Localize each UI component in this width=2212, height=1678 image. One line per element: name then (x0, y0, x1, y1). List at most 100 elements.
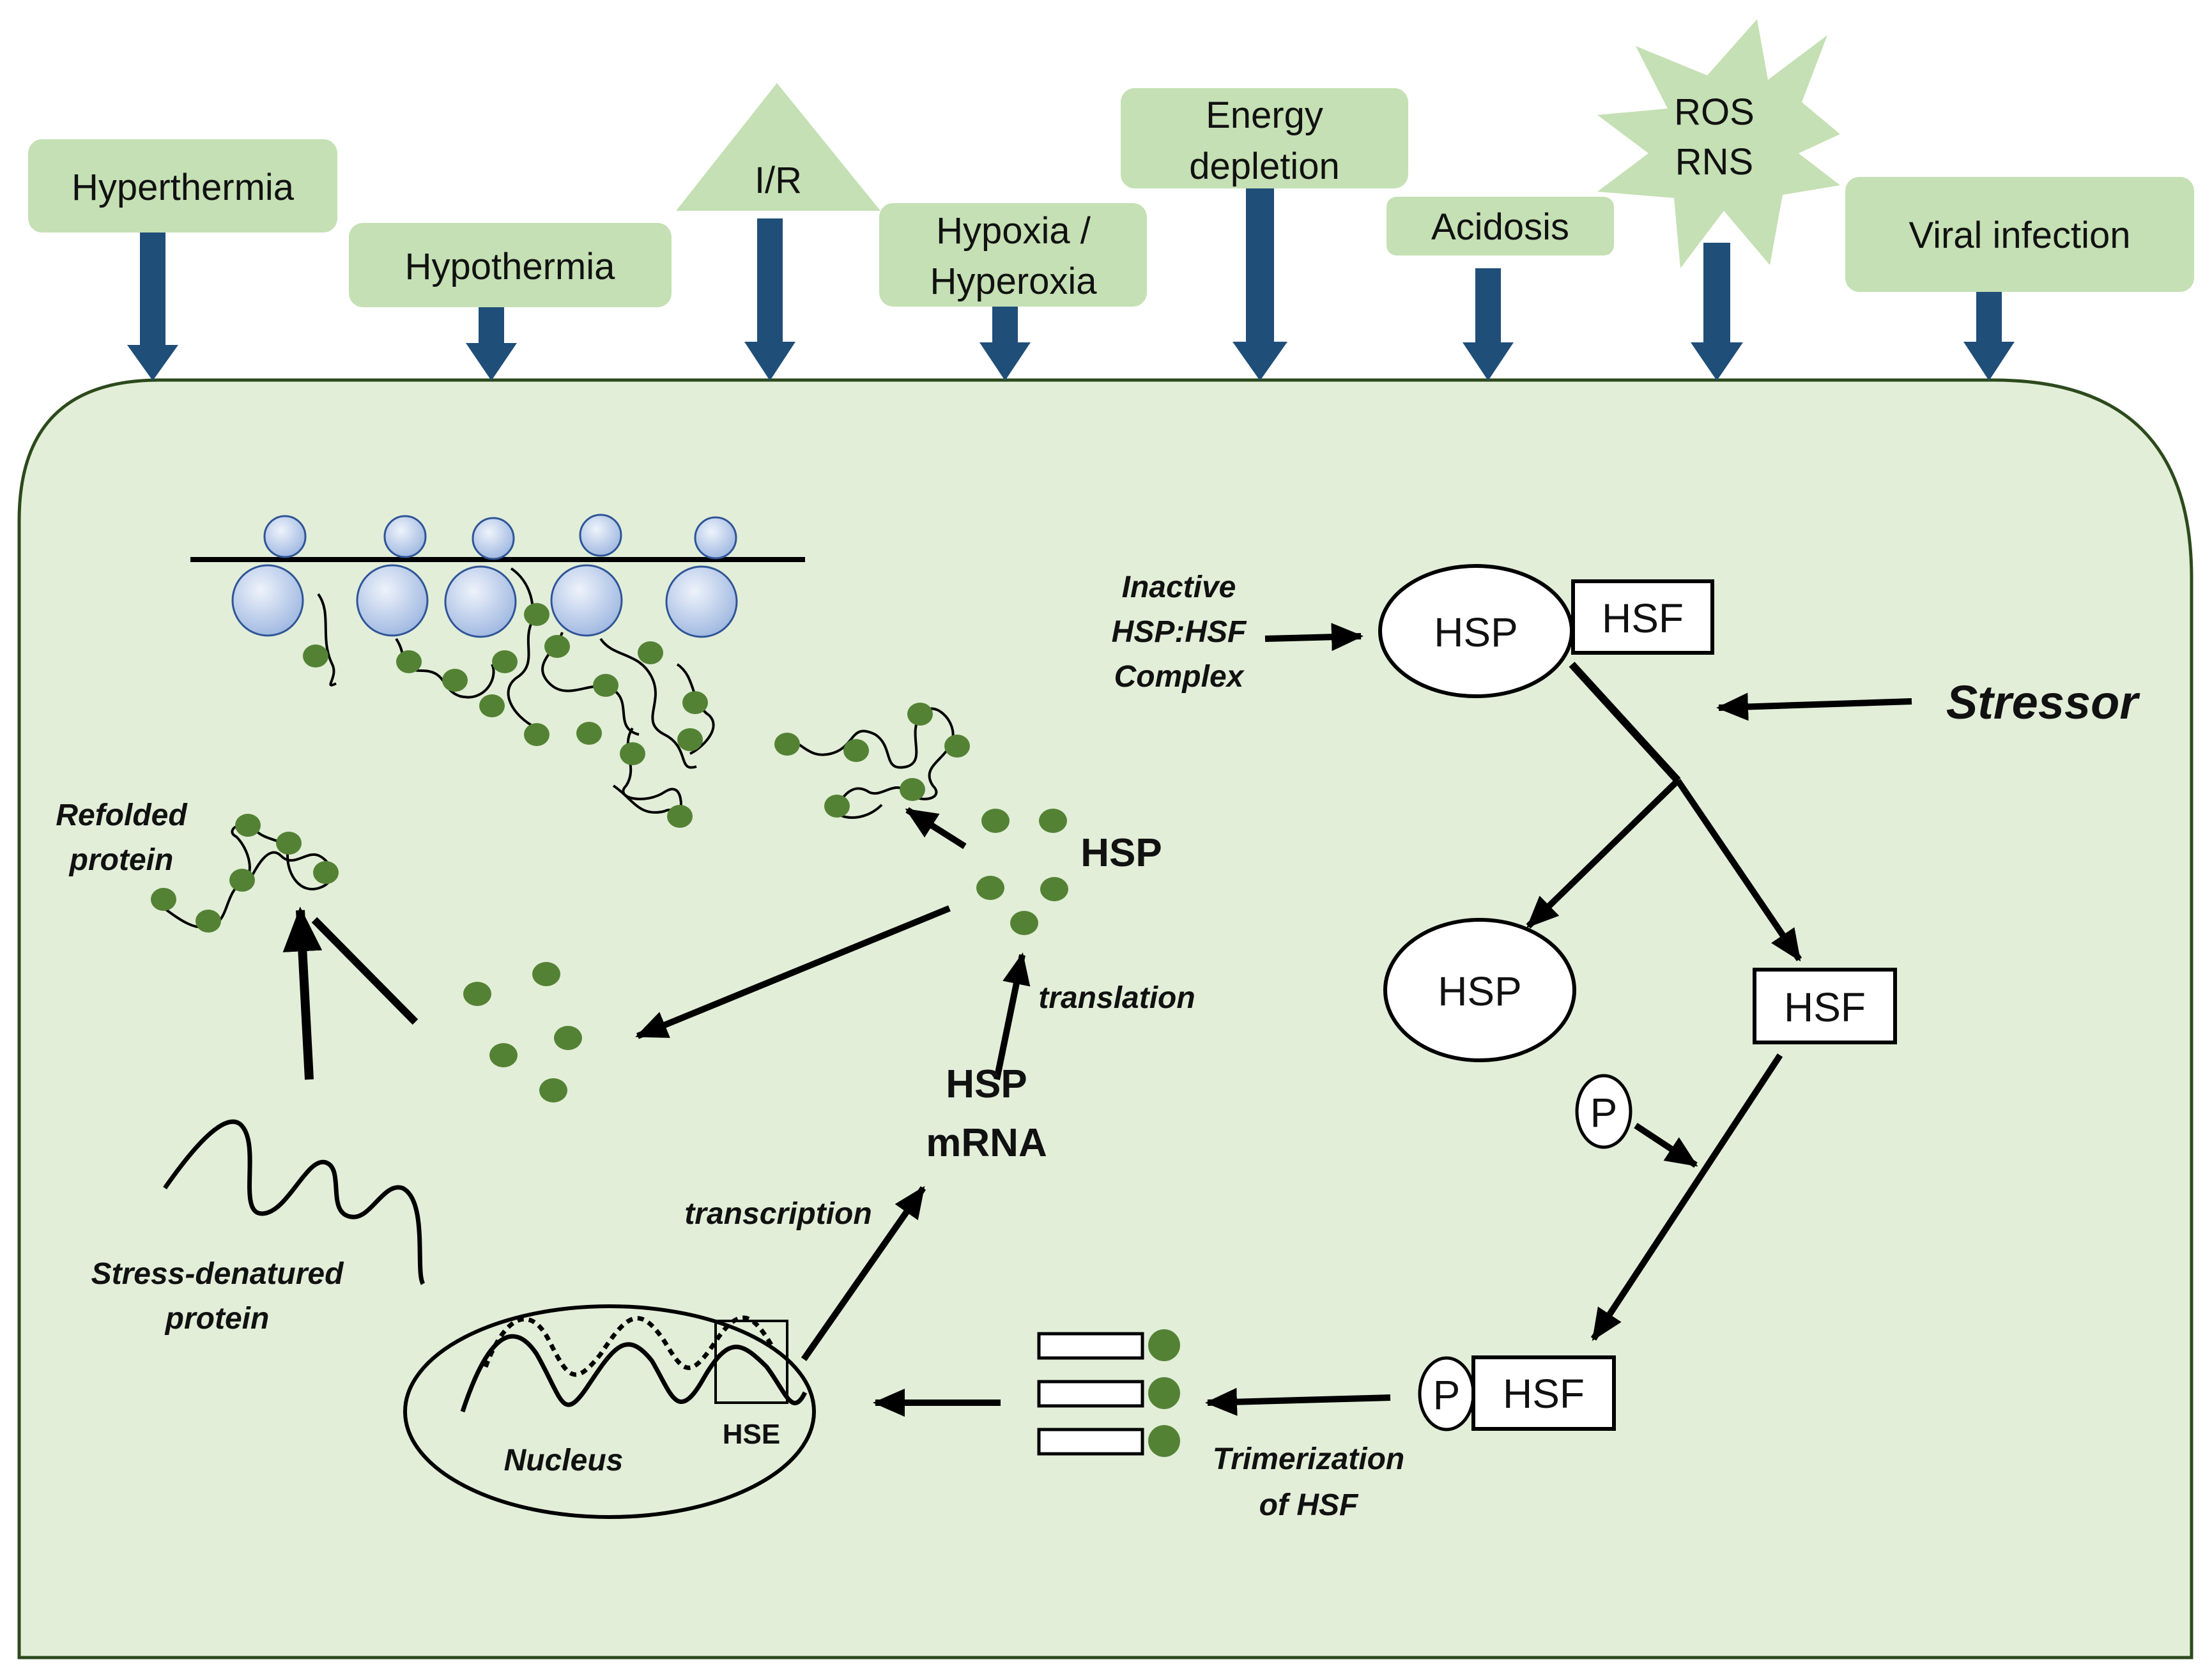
stressor-arrow-head (744, 342, 795, 381)
hse-box (714, 1320, 788, 1404)
stressor-label: Acidosis (1431, 206, 1569, 248)
stressor-arrow-head (1963, 342, 2015, 381)
stressor-label-line2: Hyperoxia (930, 261, 1097, 302)
stressor-box (28, 139, 337, 233)
hsp-label: HSP (1438, 968, 1522, 1014)
dna-strand-dotted (483, 1315, 776, 1377)
stressor-arrow-head (1463, 342, 1514, 381)
stressor-viral-infection: Viral infection (1845, 177, 2194, 381)
hsf-label: HSF (1503, 1371, 1585, 1417)
hse-label: HSE (723, 1419, 780, 1450)
stress-denatured-label-line2: protein (164, 1302, 270, 1336)
stressor-label: Stressor (1946, 676, 2140, 729)
stressor-arrow-shaft (1703, 243, 1730, 345)
stressor-arrow-head (466, 343, 517, 381)
stressor-label-line1: ROS (1674, 91, 1755, 133)
cell-body (17, 378, 2193, 1659)
hsf-label: HSF (1784, 984, 1866, 1030)
stress-denatured-label-line1: Stress-denatured (91, 1257, 344, 1291)
ribosome (444, 517, 517, 638)
refolding-arrow-diagonal (311, 917, 419, 1025)
hsp-hsf-complex: HSP HSF (1378, 564, 1714, 698)
free-hsp-cluster-right (976, 809, 1068, 935)
stressor-box (349, 223, 672, 307)
inactive-complex-label-line3: Complex (1114, 660, 1245, 694)
inactive-complex-label-line1: Inactive (1122, 570, 1236, 604)
to-free-hsp-arrow (1526, 778, 1680, 929)
hsp-to-folding-arrow (905, 807, 967, 850)
hsf-trimer (1037, 1329, 1180, 1457)
ribosome (356, 515, 429, 637)
hsp-label: HSP (1434, 609, 1518, 655)
stressor-arrow-shaft (1976, 292, 2002, 344)
folding-protein (774, 703, 970, 819)
transcription-arrow (801, 1186, 926, 1361)
stressor-arrow-shaft (992, 307, 1018, 345)
ribosome (231, 515, 307, 637)
hsf-box (1571, 579, 1714, 655)
trimerization-label-line2: of HSF (1259, 1488, 1359, 1522)
stressor-arrow-shaft (479, 307, 504, 346)
stressor-ischemia-reperfusion: I/R (676, 83, 880, 381)
stressor-box (1121, 88, 1408, 188)
stressor-arrow-shaft (757, 218, 783, 344)
hsp-mrna-label-line1: HSP (946, 1062, 1027, 1106)
er-membrane-ribosomes (190, 514, 805, 638)
stressor-energy-depletion: Energy depletion (1121, 88, 1408, 381)
stressor-label-line1: Energy (1206, 95, 1323, 136)
hsp-oval (1383, 918, 1576, 1062)
stressor-starburst (1597, 19, 1840, 268)
dissociation-line (1569, 661, 1681, 784)
hsf-label: HSF (1602, 595, 1684, 641)
stressor-box (1845, 177, 2194, 292)
stressor-label-line1: Hypoxia / (936, 210, 1091, 252)
stressor-arrow-shaft (1475, 268, 1501, 345)
dna-strand (460, 1334, 808, 1413)
stressor-arrow-head (1233, 342, 1287, 381)
hsf-box (1753, 968, 1897, 1044)
trimerization-label-line1: Trimerization (1213, 1442, 1405, 1476)
stressor-box (879, 203, 1147, 307)
refolded-protein-label-line2: protein (68, 843, 174, 877)
stressor-label-line2: RNS (1675, 141, 1753, 183)
phosphate-free: P (1575, 1074, 1632, 1149)
stressor-label: Hypothermia (405, 246, 616, 287)
stressor-hypothermia: Hypothermia (349, 223, 672, 381)
nucleus: HSE Nucleus (403, 1304, 816, 1519)
ribosome (550, 514, 623, 637)
stress-denatured-protein (163, 1119, 426, 1285)
to-free-hsf-arrow (1675, 779, 1802, 962)
translation-arrow (994, 952, 1031, 1081)
stressor-arrow-shaft (1246, 188, 1274, 344)
hsp-free-label: HSP (1080, 831, 1162, 875)
stressor-arrow (1716, 692, 1912, 721)
inactive-complex-label-line2: HSP:HSF (1112, 615, 1247, 649)
translation-label: translation (1038, 981, 1195, 1015)
refolded-protein (151, 814, 339, 933)
hsp-bound-to-polypeptides (303, 603, 708, 828)
stressor-label: I/R (755, 160, 802, 201)
transcription-label: transcription (684, 1197, 872, 1231)
nucleus-membrane (403, 1304, 816, 1519)
phosphate-label: P (1433, 1372, 1461, 1418)
stressor-acidosis: Acidosis (1386, 197, 1614, 381)
stressor-arrow-shaft (140, 233, 165, 347)
hsp-mrna-label-line2: mRNA (926, 1121, 1047, 1165)
hsf-box (1471, 1355, 1616, 1431)
nucleus-label: Nucleus (504, 1444, 624, 1477)
stressor-arrow-head (127, 345, 178, 381)
stressor-arrow-head (1691, 342, 1743, 381)
stressor-hypoxia-hyperoxia: Hypoxia / Hyperoxia (879, 203, 1147, 381)
hsp-to-refolding-arrow (635, 905, 951, 1039)
phsf-to-trimer-arrow (1205, 1387, 1391, 1416)
stressor-arrow-head (979, 342, 1031, 381)
stressor-ros-rns: ROS RNS (1597, 19, 1840, 381)
phosphate-circle (1575, 1074, 1632, 1149)
refolding-arrow-up (282, 906, 323, 1080)
stressor-box (1386, 197, 1614, 256)
stressor-label-line2: depletion (1189, 146, 1339, 187)
free-hsp-cluster-left (463, 962, 582, 1102)
stressor-label: Viral infection (1909, 215, 2130, 256)
phosphate-label: P (1590, 1090, 1618, 1136)
